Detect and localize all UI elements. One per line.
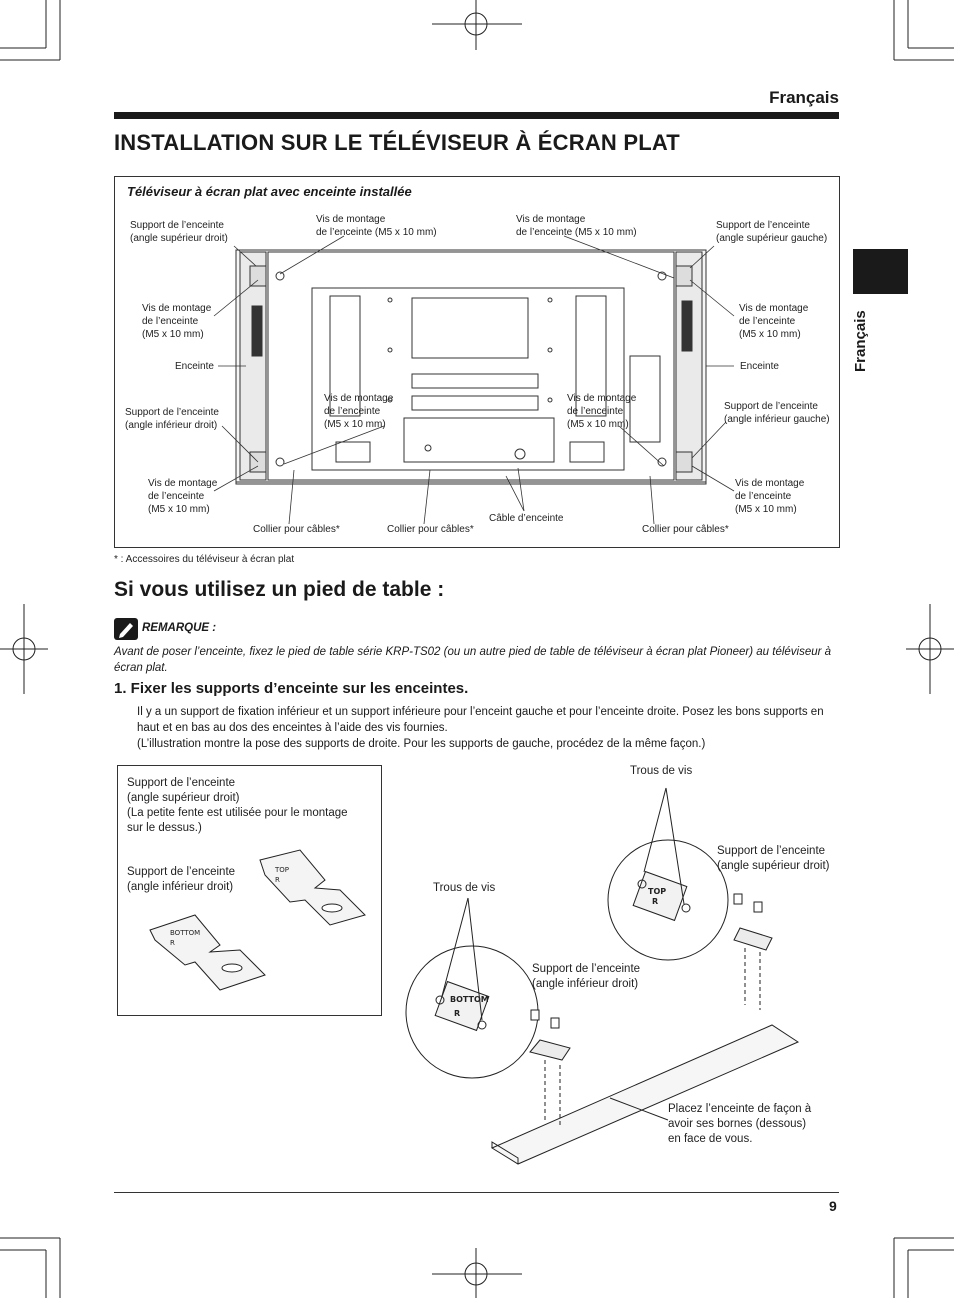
- bracket-tag-top: TOP: [274, 866, 289, 874]
- label-support-bottom-right-2: Support de l’enceinte (angle inférieur d…: [532, 962, 640, 992]
- label-text: Vis de montage de l’enceinte (M5 x 10 mm…: [148, 478, 218, 515]
- label-support-top-left: Support de l’enceinte (angle supérieur g…: [716, 219, 827, 245]
- bracket-tag-bottom: BOTTOM: [170, 929, 200, 937]
- label-text: Vis de montage de l’enceinte (M5 x 10 mm…: [739, 303, 809, 340]
- label-enceinte-right: Enceinte: [740, 361, 779, 372]
- tag-bottom-zoom: BOTTOM: [450, 995, 489, 1004]
- label-placez: Placez l’enceinte de façon à avoir ses b…: [668, 1102, 811, 1147]
- label-text: Vis de montage de l’enceinte (M5 x 10 mm…: [324, 393, 394, 430]
- label-text: Support de l’enceinte (angle inférieur d…: [532, 963, 641, 990]
- label-collier-3: Collier pour câbles*: [642, 524, 729, 535]
- tag-r-bottom-zoom: R: [454, 1009, 460, 1018]
- note-heading: REMARQUE :: [142, 622, 217, 634]
- label-cable: Câble d’enceinte: [489, 513, 564, 524]
- label-support-top-right: Support de l’enceinte (angle supérieur d…: [130, 219, 228, 245]
- step-body: Il y a un support de fixation inférieur …: [137, 706, 824, 750]
- label-text: Support de l’enceinte (angle supérieur g…: [716, 220, 828, 244]
- label-text: Support de l’enceinte (angle inférieur d…: [125, 407, 219, 431]
- bracket-tag-r-bottom: R: [170, 939, 175, 947]
- note-pencil-icon: [114, 618, 138, 640]
- label-vis-top-2: Vis de montage de l’enceinte (M5 x 10 mm…: [516, 213, 637, 239]
- label-text: Vis de montage de l’enceinte (M5 x 10 mm…: [516, 214, 637, 238]
- label-box-bottom: Support de l’enceinte (angle inférieur d…: [127, 865, 235, 895]
- label-text: Support de l’enceinte (angle supérieur d…: [717, 845, 830, 872]
- label-vis-center-2: Vis de montage de l’enceinte (M5 x 10 mm…: [567, 392, 636, 431]
- speaker-bracket-illustration: TOP R BOTTOM R: [405, 787, 800, 1165]
- label-text: Support de l’enceinte (angle inférieur g…: [724, 401, 830, 425]
- label-text: Vis de montage de l’enceinte (M5 x 10 mm…: [316, 214, 437, 238]
- label-support-top-right-2: Support de l’enceinte (angle supérieur d…: [717, 844, 830, 874]
- label-vis-top-1: Vis de montage de l’enceinte (M5 x 10 mm…: [316, 213, 437, 239]
- label-trous-left: Trous de vis: [433, 882, 496, 894]
- section-title: Si vous utilisez un pied de table :: [114, 578, 445, 601]
- label-text: Vis de montage de l’enceinte (M5 x 10 mm…: [735, 478, 805, 515]
- bottom-rule: [114, 1192, 839, 1193]
- note-text: Avant de poser l’enceinte, fixez le pied…: [114, 646, 832, 674]
- bracket-tag-r-top: R: [275, 876, 280, 884]
- tag-r-top-zoom: R: [652, 897, 658, 906]
- label-vis-left: Vis de montage de l’enceinte (M5 x 10 mm…: [142, 302, 211, 341]
- tv-back-illustration: [235, 249, 707, 485]
- label-text: Support de l’enceinte (angle inférieur d…: [127, 866, 236, 893]
- footnote: * : Accessoires du téléviseur à écran pl…: [114, 554, 295, 565]
- label-text: Support de l’enceinte (angle supérieur d…: [130, 220, 228, 244]
- page-title: INSTALLATION SUR LE TÉLÉVISEUR À ÉCRAN P…: [114, 130, 680, 155]
- step-title: 1. Fixer les supports d’enceinte sur les…: [114, 680, 469, 697]
- language-header: Français: [769, 88, 839, 107]
- page-number: 9: [829, 1198, 837, 1214]
- label-support-bottom-left: Support de l’enceinte (angle inférieur g…: [724, 400, 830, 426]
- label-text: Vis de montage de l’enceinte (M5 x 10 mm…: [142, 303, 212, 340]
- figure-title: Téléviseur à écran plat avec enceinte in…: [127, 184, 412, 199]
- top-rule: [114, 112, 839, 119]
- label-trous-top: Trous de vis: [630, 765, 693, 777]
- side-tab-block: [853, 249, 908, 294]
- brackets-box: [117, 765, 382, 1016]
- label-collier-1: Collier pour câbles*: [253, 524, 340, 535]
- label-vis-right: Vis de montage de l’enceinte (M5 x 10 mm…: [739, 302, 808, 341]
- side-tab-text: Français: [852, 310, 869, 372]
- label-text: Vis de montage de l’enceinte (M5 x 10 mm…: [567, 393, 637, 430]
- figure1-leader-lines: [213, 235, 735, 525]
- tag-top-zoom: TOP: [648, 887, 666, 896]
- label-vis-center-1: Vis de montage de l’enceinte (M5 x 10 mm…: [324, 392, 393, 431]
- label-enceinte-left: Enceinte: [175, 361, 214, 372]
- side-tab-label: Français: [852, 300, 874, 380]
- label-vis-bottom-left: Vis de montage de l’enceinte (M5 x 10 mm…: [148, 477, 217, 516]
- label-text: Support de l’enceinte (angle supérieur d…: [127, 777, 348, 834]
- label-support-bottom-right: Support de l’enceinte (angle inférieur d…: [125, 406, 219, 432]
- figure-tv-box: [114, 176, 840, 548]
- label-collier-2: Collier pour câbles*: [387, 524, 474, 535]
- label-text: Placez l’enceinte de façon à avoir ses b…: [668, 1103, 812, 1145]
- label-vis-bottom-right: Vis de montage de l’enceinte (M5 x 10 mm…: [735, 477, 804, 516]
- label-box-top: Support de l’enceinte (angle supérieur d…: [127, 776, 348, 836]
- bracket-illustrations: TOP R BOTTOM R: [149, 849, 366, 991]
